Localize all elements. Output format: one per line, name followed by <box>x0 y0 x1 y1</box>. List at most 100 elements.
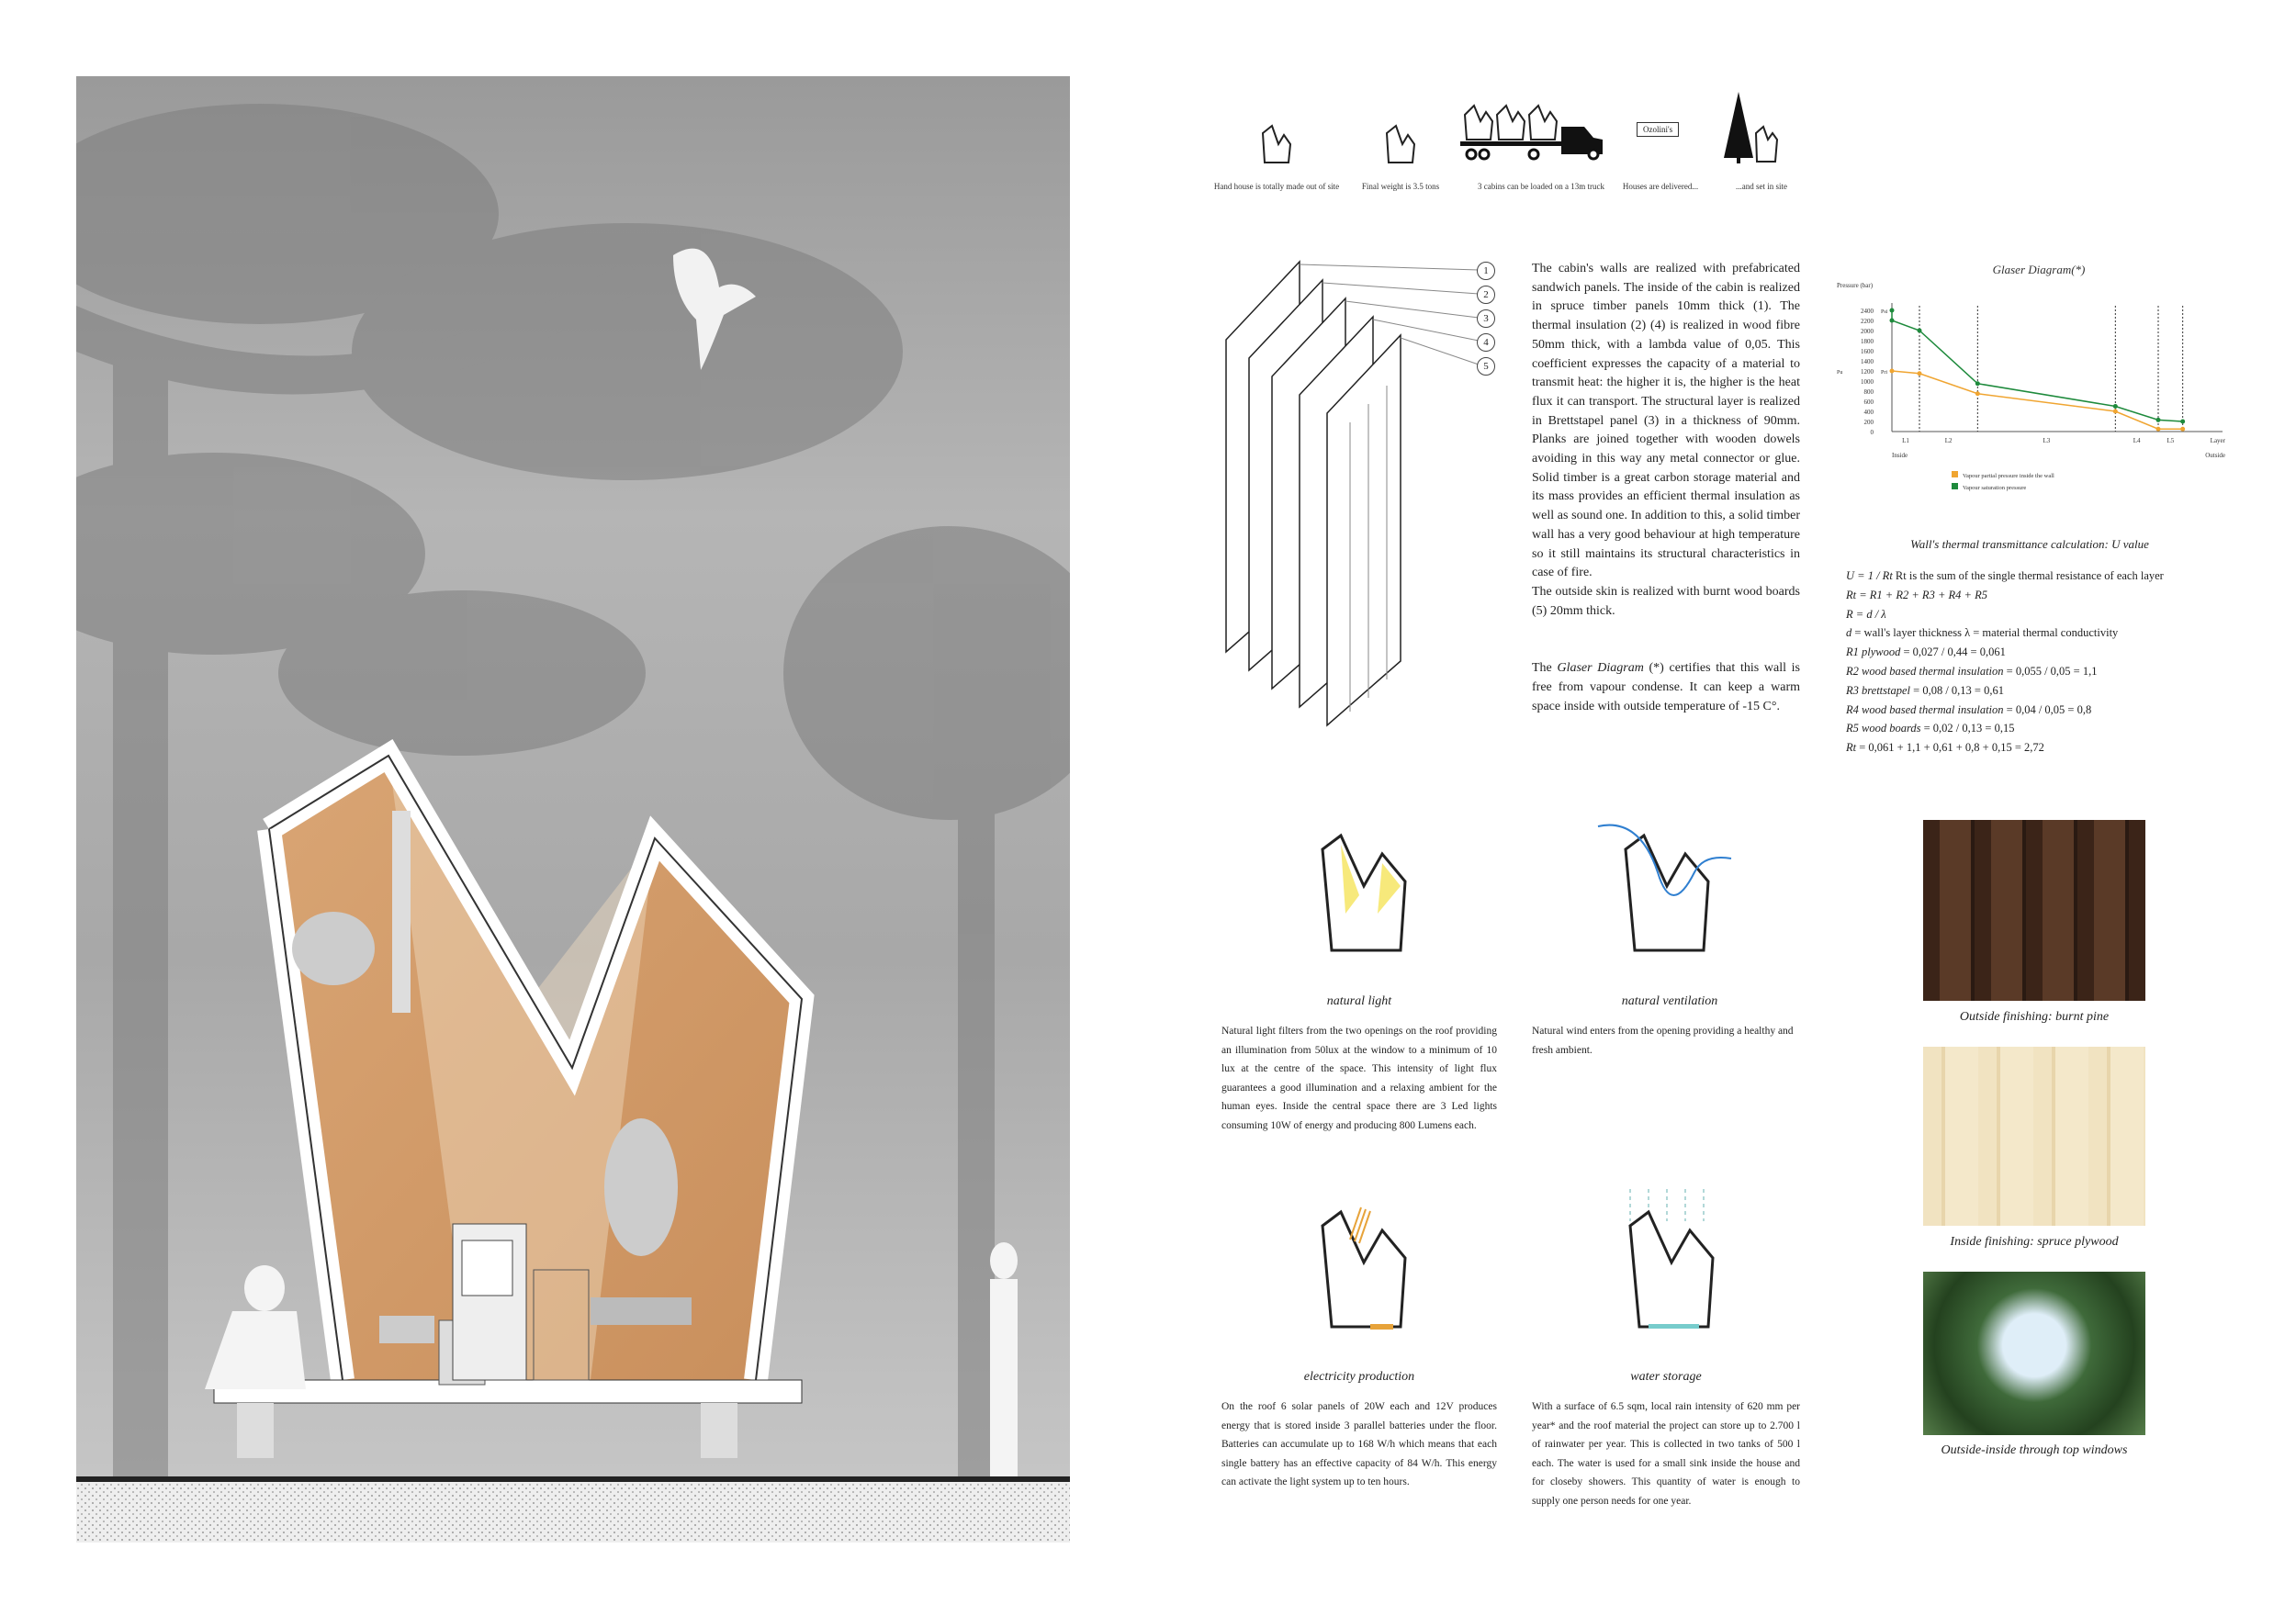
formula: Rt = R1 + R2 + R3 + R4 + R5 <box>1846 588 1987 601</box>
series-line <box>1891 310 2183 422</box>
cabin-section <box>213 738 815 1458</box>
text: Rt is the sum of the single thermal resi… <box>1892 569 2164 582</box>
water-storage-diagram <box>1628 1189 1715 1329</box>
outside-label: Outside <box>2205 452 2225 459</box>
chart-title: Glaser Diagram(*) <box>1993 263 2086 276</box>
natural-light-diagram <box>1321 833 1407 952</box>
layer-label: L1 <box>1902 437 1909 444</box>
tree-canopy-photo <box>1923 1272 2145 1435</box>
y-tick-label: 400 <box>1864 409 1874 416</box>
feature-title: electricity production <box>1303 1370 1415 1384</box>
y-tick-label: 1800 <box>1861 338 1874 345</box>
photo-caption: Inside finishing: spruce plywood <box>1950 1235 2119 1249</box>
u-row: R2 wood based thermal insulation = 0,055… <box>1846 662 2213 681</box>
y-axis-label: Pressure (bar) <box>1837 282 1874 289</box>
u-line: R = d / λ <box>1846 605 2213 624</box>
tree-silhouettes <box>76 104 1070 1499</box>
data-point <box>2112 409 2118 414</box>
step-caption: Final weight is 3.5 tons <box>1361 182 1440 191</box>
data-point <box>2155 417 2161 422</box>
layer-number: 4 <box>1477 333 1495 352</box>
formula: U = 1 / Rt <box>1846 569 1893 582</box>
photo-caption: Outside finishing: burnt pine <box>1959 1010 2110 1024</box>
inside-label: Inside <box>1892 452 1908 459</box>
data-point <box>2180 419 2186 424</box>
u-row-name: Rt <box>1846 741 1857 755</box>
legend-label: Vapour saturation pressure <box>1963 485 2026 491</box>
feature-title: water storage <box>1630 1370 1702 1384</box>
natural-ventilation-diagram <box>1597 824 1732 952</box>
u-line: d = wall's layer thickness λ = material … <box>1846 623 2213 643</box>
u-row: R1 plywood = 0,027 / 0,44 = 0,061 <box>1846 643 2213 662</box>
feature-text: Natural wind enters from the opening pro… <box>1532 1026 1794 1056</box>
natural-light-section: natural light Natural light filters from… <box>1221 994 1497 1135</box>
wall-paragraph: The cabin's walls are realized with pref… <box>1532 262 1800 580</box>
truck-icon <box>1460 104 1603 161</box>
step-caption: 3 cabins can be loaded on a 13m truck <box>1478 182 1604 191</box>
wall-layers-exploded-diagram <box>1225 260 1480 727</box>
wall-description: The cabin's walls are realized with pref… <box>1532 260 1800 716</box>
y-tick-label: 0 <box>1871 429 1874 436</box>
formula: d <box>1846 626 1852 640</box>
u-value-calculation: Wall's thermal transmittance calculation… <box>1846 537 2213 758</box>
data-point <box>1917 371 1922 376</box>
data-point <box>1889 318 1895 323</box>
u-row: R3 brettstapel = 0,08 / 0,13 = 0,61 <box>1846 681 2213 701</box>
u-row-name: R1 plywood <box>1846 645 1901 659</box>
data-point <box>1975 391 1980 397</box>
electricity-section: electricity production On the roof 6 sol… <box>1221 1370 1497 1492</box>
spruce-plywood-photo <box>1923 1047 2145 1226</box>
u-row: R5 wood boards = 0,02 / 0,13 = 0,15 <box>1846 719 2213 738</box>
data-point <box>1889 308 1895 313</box>
cabin-icon <box>1261 124 1292 163</box>
feature-text: On the roof 6 solar panels of 20W each a… <box>1221 1401 1497 1487</box>
water-storage-section: water storage With a surface of 6.5 sqm,… <box>1532 1370 1800 1510</box>
delivery-sign: Ozolini's <box>1637 122 1680 137</box>
burnt-pine-photo <box>1923 820 2145 1001</box>
legend-label: Vapour partial pressure inside the wall <box>1963 473 2054 479</box>
legend-swatch <box>1952 483 1958 489</box>
layer-number: 2 <box>1477 286 1495 304</box>
y-tick-label: 600 <box>1864 398 1874 406</box>
cabin-icon <box>1385 124 1416 163</box>
u-line: Rt = R1 + R2 + R3 + R4 + R5 <box>1846 586 2213 605</box>
annotation-pri: Pri <box>1881 370 1887 376</box>
cabin-section-illustration <box>76 76 1070 1543</box>
eagle-icon <box>673 248 756 370</box>
y-tick-label: 800 <box>1864 388 1874 396</box>
legend-swatch <box>1952 471 1958 477</box>
data-point <box>1975 381 1980 387</box>
layer-label: L3 <box>2043 437 2050 444</box>
y-tick-label: 1200 <box>1861 368 1874 376</box>
natural-ventilation-section: natural ventilation Natural wind enters … <box>1532 994 1807 1060</box>
u-row-name: R3 brettstapel <box>1846 683 1911 697</box>
y-tick-label: 2400 <box>1861 308 1874 315</box>
delivery-sequence: Ozolini's Hand house is totally made out… <box>1212 92 1818 202</box>
feature-title: natural ventilation <box>1621 994 1718 1008</box>
y-tick-label: 1000 <box>1861 378 1874 386</box>
u-row: Rt = 0,061 + 1,1 + 0,61 + 0,8 + 0,15 = 2… <box>1846 738 2213 758</box>
data-point <box>1889 368 1895 374</box>
text: The <box>1532 661 1558 676</box>
y-tick-label: 2000 <box>1861 328 1874 335</box>
glaser-paragraph: The Glaser Diagram (*) certifies that th… <box>1532 659 1800 716</box>
formula: R = d / λ <box>1846 607 1886 621</box>
glaser-chart-svg: Glaser Diagram(*)Pressure (bar)020040060… <box>1837 263 2226 491</box>
u-row-calc: = 0,061 + 1,1 + 0,61 + 0,8 + 0,15 = 2,72 <box>1856 741 2044 755</box>
data-point <box>1917 328 1922 333</box>
u-value-title: Wall's thermal transmittance calculation… <box>1910 537 2149 551</box>
electricity-production-diagram <box>1321 1206 1407 1330</box>
u-row-calc: = 0,04 / 0,05 = 0,8 <box>2003 702 2092 716</box>
wall-paragraph: The outside skin is realized with burnt … <box>1532 584 1800 618</box>
tree-with-cabin-icon <box>1724 92 1779 163</box>
annotation-pu: Pu <box>1837 370 1842 376</box>
data-point <box>2155 426 2161 432</box>
layer-number: 1 <box>1477 262 1495 280</box>
data-point <box>2180 426 2186 432</box>
y-tick-label: 2200 <box>1861 318 1874 325</box>
u-row-calc: = 0,055 / 0,05 = 1,1 <box>2003 664 2098 678</box>
layer-label: L5 <box>2167 437 2174 444</box>
annotation-psi: Psi <box>1881 309 1888 315</box>
data-point <box>2112 404 2118 409</box>
